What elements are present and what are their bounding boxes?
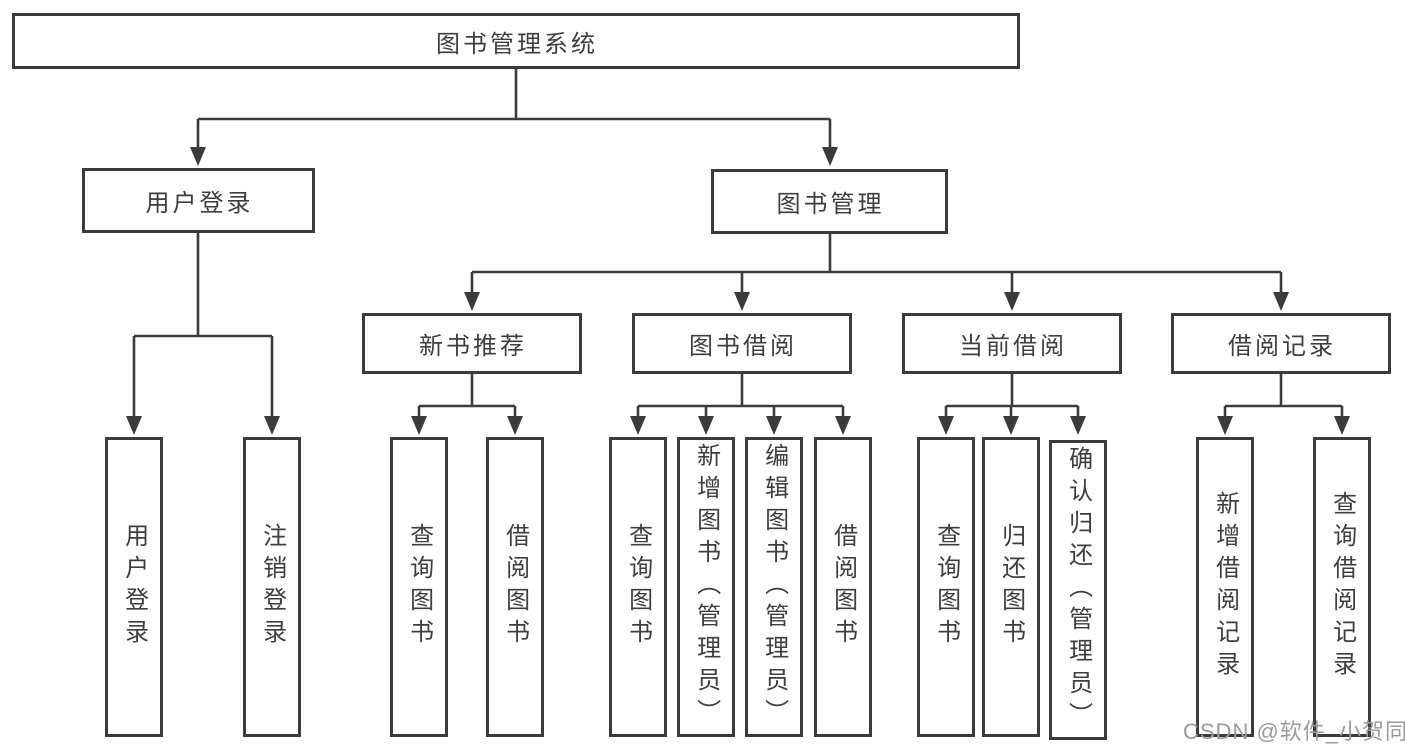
leaf-current-query-books: 查询图书 [917,437,975,737]
node-label: 图书管理系统 [436,30,598,58]
node-label: 新增借阅记录 [1211,491,1239,683]
node-current-borrowing: 当前借阅 [902,313,1122,374]
node-label: 借阅图书 [829,523,857,651]
leaf-query-borrow-record: 查询借阅记录 [1313,437,1371,737]
leaf-return-books: 归还图书 [982,437,1040,737]
node-label: 图书借阅 [689,333,797,360]
node-label: 查询借阅记录 [1328,491,1356,683]
node-book-management-system: 图书管理系统 [12,13,1020,69]
node-label: 归还图书 [997,523,1025,651]
node-label: 查询图书 [405,523,433,651]
node-label: 用户登录 [120,523,148,651]
csdn-watermark: CSDN @软件_小贺同学 [1183,719,1405,744]
node-label: 借阅记录 [1228,333,1336,360]
node-label: 查询图书 [624,523,652,651]
node-label: 用户登录 [145,190,254,217]
node-label: 编辑图书（管理员） [760,443,788,731]
node-label: 借阅图书 [501,523,529,651]
node-book-management: 图书管理 [711,169,948,234]
leaf-recommend-borrow-books: 借阅图书 [486,437,544,737]
node-user-login: 用户登录 [82,168,315,233]
leaf-logout: 注销登录 [243,437,301,737]
node-label: 图书管理 [776,191,885,218]
leaf-user-login: 用户登录 [105,437,163,737]
leaf-borrow-books: 借阅图书 [814,437,872,737]
node-label: 确认归还（管理员） [1064,446,1092,734]
node-new-book-recommend: 新书推荐 [362,313,582,374]
node-borrowing-records: 借阅记录 [1171,313,1391,374]
leaf-edit-books-admin: 编辑图书（管理员） [745,437,803,737]
leaf-borrowing-query-books: 查询图书 [609,437,667,737]
leaf-add-borrow-record: 新增借阅记录 [1196,437,1254,737]
node-label: 查询图书 [932,523,960,651]
leaf-add-books-admin: 新增图书（管理员） [677,437,735,737]
leaf-recommend-query-books: 查询图书 [390,437,448,737]
leaf-confirm-return-admin: 确认归还（管理员） [1049,440,1107,740]
node-label: 当前借阅 [959,333,1067,360]
node-label: 新书推荐 [419,333,527,360]
node-book-borrowing: 图书借阅 [632,313,852,374]
node-label: 注销登录 [258,523,286,651]
node-label: 新增图书（管理员） [692,443,720,731]
